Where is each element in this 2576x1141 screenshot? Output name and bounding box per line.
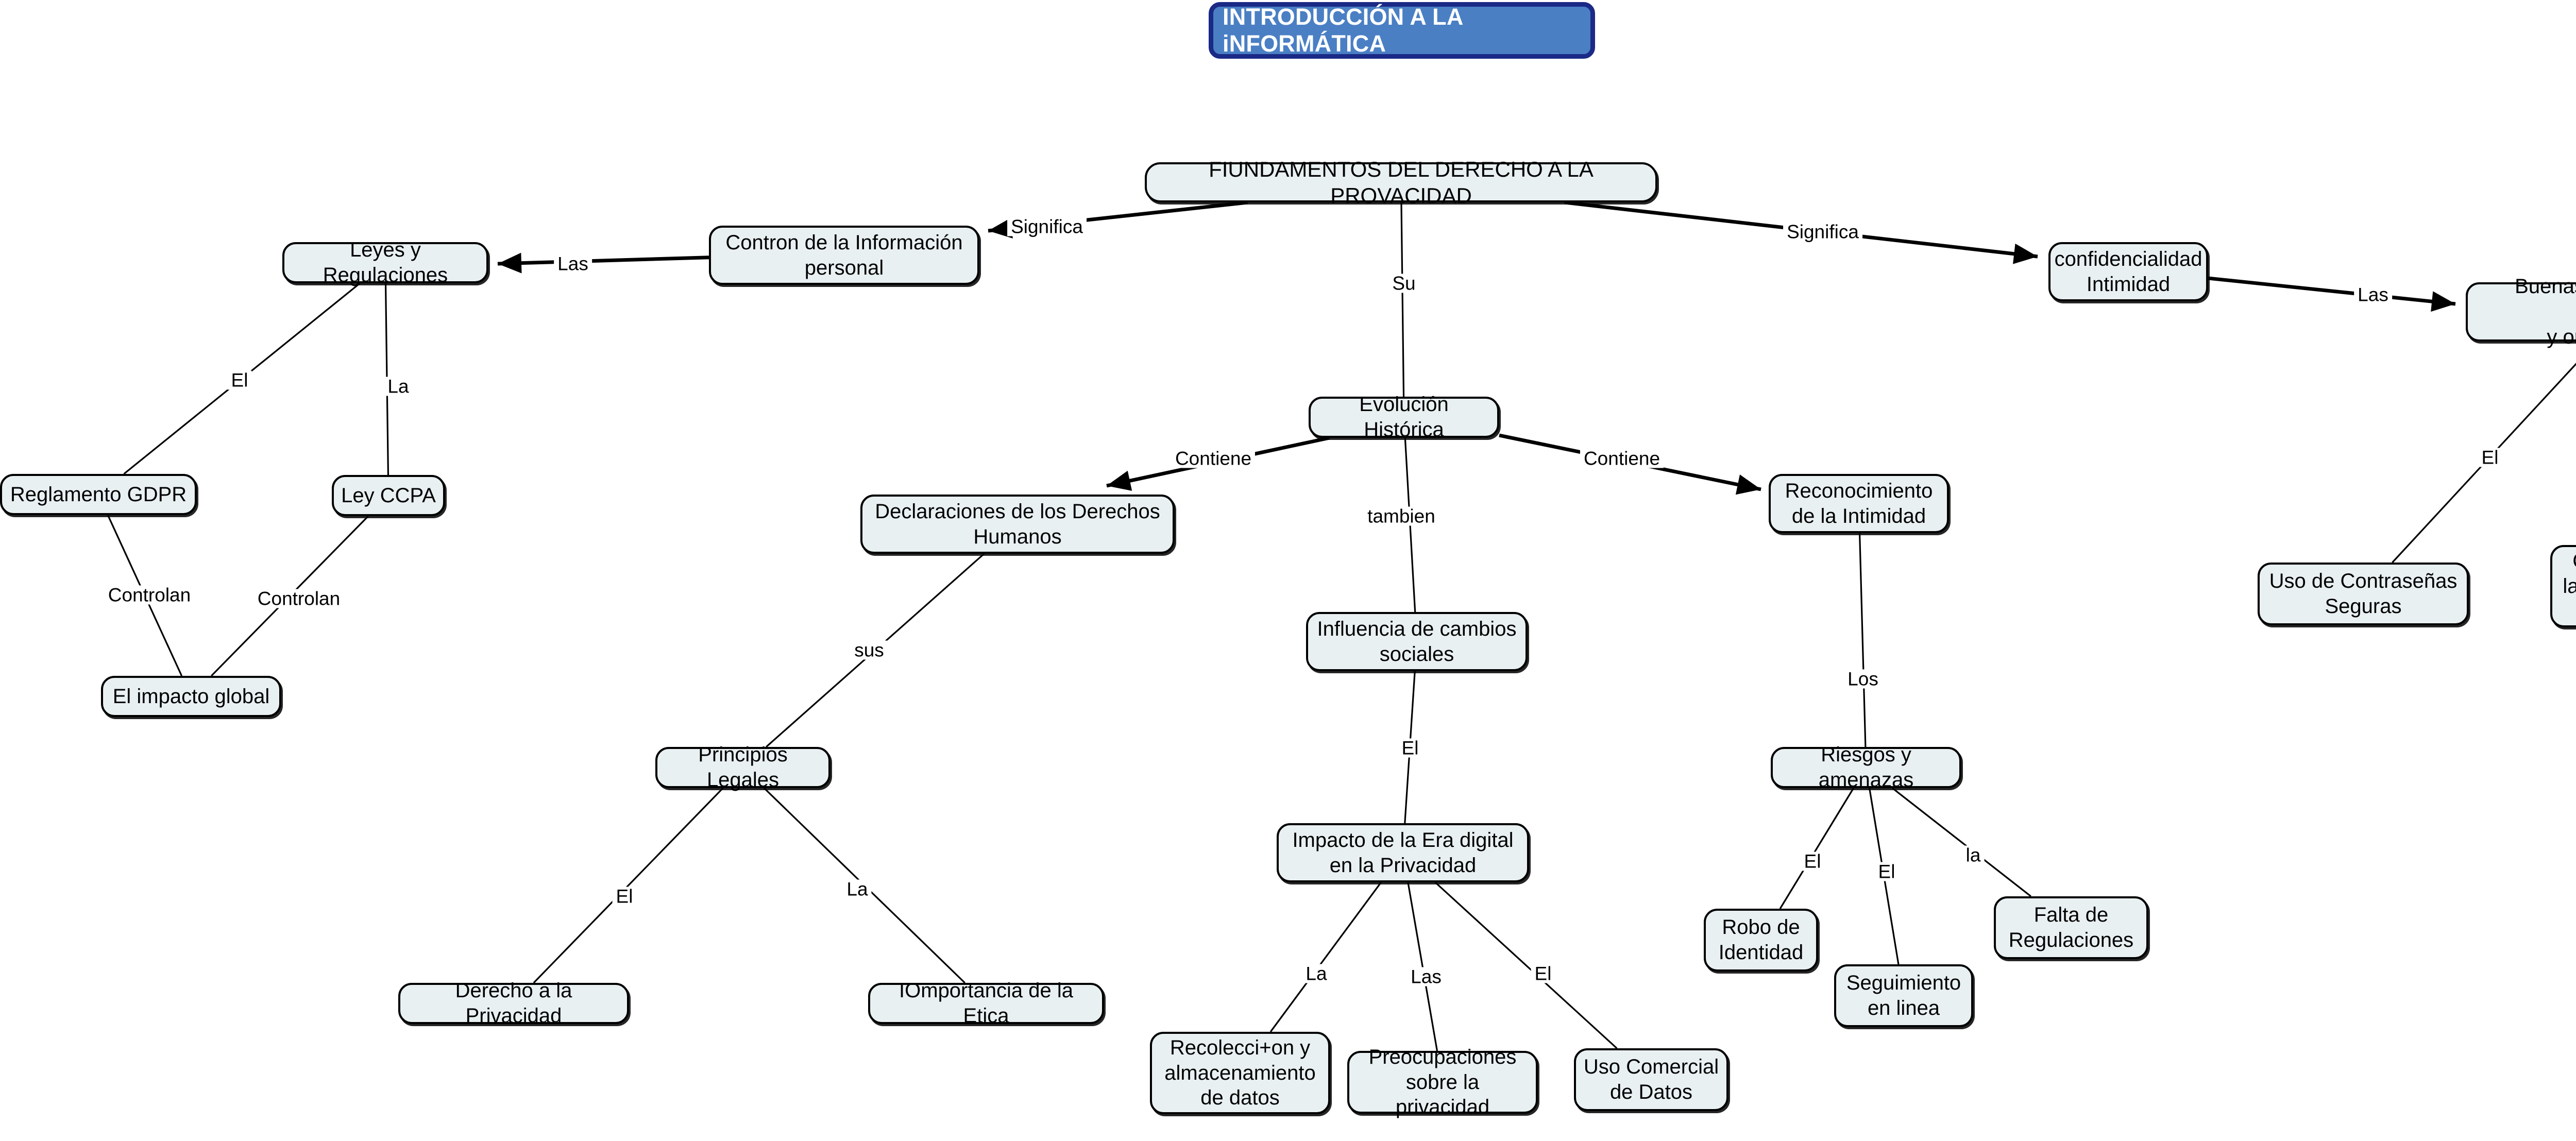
concept-node-gdpr[interactable]: Reglamento GDPR — [0, 474, 197, 515]
concept-node-principios[interactable]: Principios Legales — [655, 743, 831, 791]
edge-label-confidencialidad-buenas: Las — [2354, 285, 2392, 304]
edge-label-buenas-contrasenas: El — [2478, 448, 2502, 467]
page-title-box: INTRODUCCIÓN A LA iNFORMÁTICA — [1209, 2, 1595, 59]
edge-riesgos-to-robo — [1779, 788, 1855, 909]
concept-node-robo[interactable]: Robo de Identidad — [1704, 909, 1818, 972]
edge-label-riesgos-seguimiento: El — [1874, 862, 1899, 881]
edge-label-riesgos-robo: El — [1800, 852, 1825, 871]
arrowhead-control-to-leyes — [498, 252, 522, 274]
arrowhead-root-to-control — [988, 218, 1013, 239]
concept-node-buenas[interactable]: Buenas Practicaas para usuarios y organi… — [2466, 275, 2576, 348]
edge-principios-to-derecho — [533, 787, 724, 984]
edge-label-evolucion-declaraciones: Contiene — [1171, 449, 1256, 468]
concept-node-riesgos[interactable]: Riesgos y amenazas — [1771, 743, 1961, 791]
concept-node-derecho[interactable]: Derecho a la Privacidad — [398, 979, 629, 1027]
edge-label-ccpa-impactog: Controlan — [253, 589, 344, 608]
edge-label-evolucion-influencia: tambien — [1364, 506, 1439, 526]
concept-node-evolucion[interactable]: Evolución Histórica — [1309, 393, 1499, 441]
edge-label-principios-derecho: El — [612, 887, 637, 906]
concept-node-cautela[interactable]: Cautela con la Información compartida — [2550, 545, 2576, 627]
concept-node-eradigital[interactable]: Impacto de la Era digital en la Privacid… — [1277, 823, 1529, 882]
edge-label-root-confidencialidad: Significa — [1783, 222, 1862, 242]
concept-node-contrasenas[interactable]: Uso de Contraseñas Seguras — [2258, 563, 2469, 625]
edge-label-evolucion-reconocimiento: Contiene — [1580, 449, 1664, 468]
arrowhead-evolucion-to-reconocimiento — [1735, 474, 1761, 495]
concept-node-seguimiento[interactable]: Seguimiento en linea — [1834, 964, 1973, 1027]
edge-label-eradigital-preocupaciones: Las — [1407, 967, 1445, 986]
edge-label-declaraciones-principios: sus — [851, 640, 888, 660]
concept-node-root[interactable]: FIUNDAMENTOS DEL DERECHO A LA PROVACIDAD — [1145, 157, 1657, 208]
concept-node-recoleccion[interactable]: Recolecci+on y almacenamiento de datos — [1150, 1032, 1330, 1114]
concept-node-impactog[interactable]: El impacto global — [101, 676, 281, 717]
concept-node-etica[interactable]: IOmportancia de la Etica — [868, 979, 1104, 1027]
edge-confidencialidad-to-buenas — [2208, 276, 2456, 306]
concept-node-control[interactable]: Contron de la Información personal — [709, 226, 979, 285]
concept-node-declaraciones[interactable]: Declaraciones de los Derechos Humanos — [860, 495, 1175, 554]
concept-node-falta[interactable]: Falta de Regulaciones — [1994, 896, 2148, 959]
edge-riesgos-to-falta — [1892, 787, 2031, 897]
arrowhead-confidencialidad-to-buenas — [2431, 291, 2455, 312]
edge-reconocimiento-to-riesgos — [1858, 533, 1867, 747]
arrowhead-evolucion-to-declaraciones — [1107, 470, 1132, 491]
edge-eradigital-to-preocupaciones — [1407, 882, 1438, 1051]
edge-control-to-leyes — [497, 256, 709, 266]
edge-label-control-leyes: Las — [554, 254, 592, 274]
concept-node-preocupaciones[interactable]: Preocupaciones sobre la privacidad — [1347, 1046, 1538, 1118]
edge-label-gdpr-impactog: Controlan — [104, 585, 195, 605]
edge-label-eradigital-recoleccion: La — [1302, 964, 1331, 983]
edge-label-root-control: Significa — [1007, 217, 1087, 236]
edge-label-reconocimiento-riesgos: Los — [1844, 669, 1882, 689]
edge-label-riesgos-falta: la — [1962, 845, 1985, 865]
edge-eradigital-to-usocomercial — [1434, 881, 1618, 1049]
arrowhead-root-to-confidencialidad — [2013, 243, 2038, 264]
edge-label-principios-etica: La — [843, 879, 872, 899]
concept-node-leyes[interactable]: Leyes y Regulaciones — [282, 239, 488, 286]
concept-node-confidencialidad[interactable]: confidencialidad Intimidad — [2048, 242, 2208, 301]
concept-node-ccpa[interactable]: Ley CCPA — [332, 475, 445, 516]
edge-label-leyes-ccpa: La — [384, 377, 413, 396]
concept-node-reconocimiento[interactable]: Reconocimiento de la Intimidad — [1769, 474, 1949, 533]
edge-label-root-evolucion: Su — [1388, 274, 1419, 293]
edge-label-eradigital-usocomercial: El — [1531, 964, 1555, 983]
concept-node-usocomercial[interactable]: Uso Comercial de Datos — [1574, 1048, 1728, 1111]
edge-root-to-evolucion — [1400, 202, 1405, 397]
concept-node-influencia[interactable]: Influencia de cambios sociales — [1306, 612, 1528, 671]
edge-label-leyes-gdpr: El — [227, 370, 252, 390]
edge-eradigital-to-recoleccion — [1269, 882, 1382, 1032]
edge-label-influencia-eradigital: El — [1398, 738, 1422, 758]
